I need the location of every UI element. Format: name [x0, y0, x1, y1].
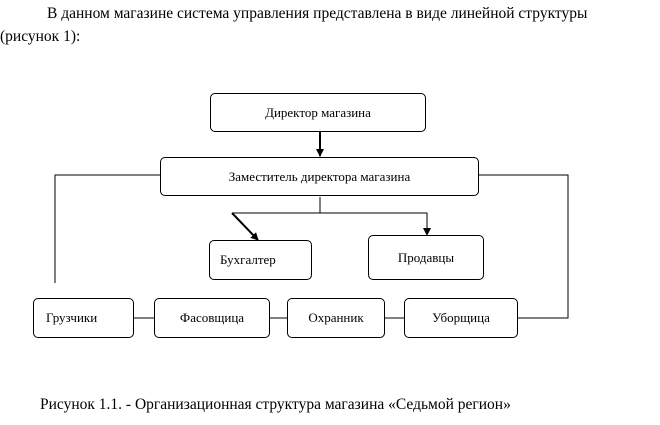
node-guard: Охранник [287, 298, 385, 338]
node-loaders: Грузчики [33, 298, 134, 338]
node-accountant-label: Бухгалтер [220, 252, 276, 267]
node-sellers-label: Продавцы [397, 249, 455, 265]
node-packer: Фасовщица [154, 298, 270, 338]
intro-paragraph: В данном магазине система управления пре… [0, 2, 650, 48]
node-director: Директор магазина [210, 93, 426, 132]
intro-text: В данном магазине система управления пре… [0, 5, 588, 45]
node-sellers: Продавцы [368, 235, 484, 280]
node-cleaner: Уборщица [404, 298, 518, 338]
connector-deputy-left [54, 174, 160, 283]
node-packer-label: Фасовщица [179, 310, 245, 325]
connector-split-accountant [231, 212, 259, 241]
connector-split-sellers [232, 212, 431, 236]
connector-deputy-right [479, 174, 569, 319]
node-cleaner-label: Уборщица [432, 310, 490, 325]
figure-caption: Рисунок 1.1. - Организационная структура… [40, 396, 511, 413]
node-director-label: Директор магазина [265, 104, 371, 120]
node-accountant: Бухгалтер [209, 240, 312, 280]
node-deputy: Заместитель директора магазина [160, 157, 479, 196]
node-loaders-label: Грузчики [46, 310, 98, 325]
node-deputy-label: Заместитель директора магазина [228, 168, 411, 184]
node-guard-label: Охранник [308, 310, 364, 325]
